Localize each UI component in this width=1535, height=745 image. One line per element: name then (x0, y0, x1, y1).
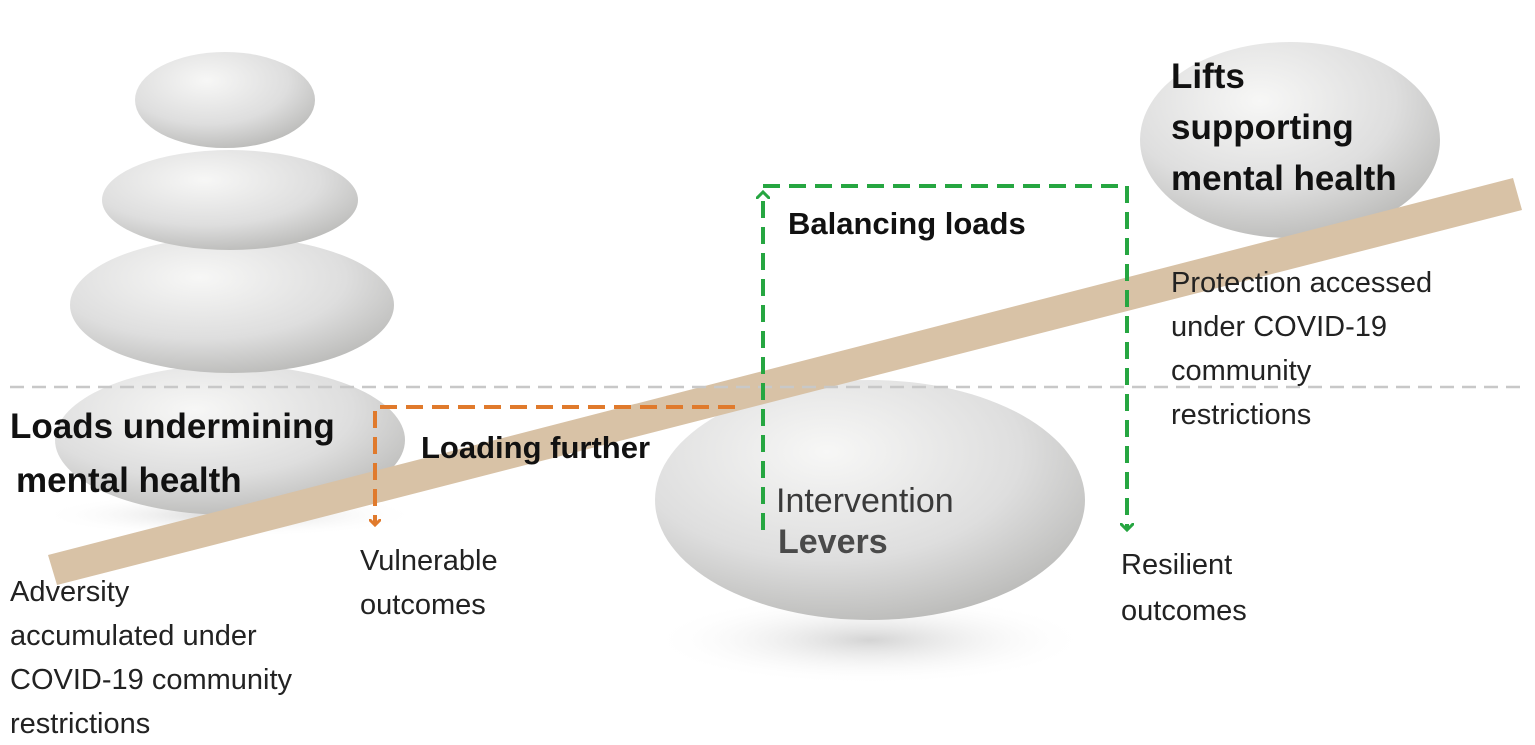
lifts-desc-line1: Protection accessed (1171, 267, 1433, 299)
fulcrum-shadow (650, 595, 1090, 685)
resilient-line2: outcomes (1121, 595, 1247, 627)
lifts-desc-line2: under COVID-19 (1171, 311, 1387, 343)
fulcrum-line1: Intervention (776, 482, 954, 520)
lever-plank (48, 178, 1522, 585)
stone-top (135, 52, 315, 148)
lifts-desc-line4: restrictions (1171, 399, 1312, 431)
loads-desc-line4: restrictions (10, 708, 151, 740)
lifts-title-line3: mental health (1171, 159, 1397, 198)
fulcrum-line2: Levers (778, 523, 888, 561)
loads-desc-line3: COVID-19 community (10, 664, 293, 696)
loads-title-line1: Loads undermining (10, 407, 335, 446)
loads-title-line2: mental health (16, 461, 242, 500)
loading-further-label: Loading further (421, 430, 651, 465)
loading-further-arrow (375, 405, 735, 525)
stone-third (70, 237, 394, 373)
resilient-line1: Resilient (1121, 549, 1233, 581)
lifts-desc-line3: community (1171, 355, 1312, 387)
stone-bottom (55, 365, 405, 515)
loads-desc-line2: accumulated under (10, 620, 257, 652)
vulnerable-line2: outcomes (360, 589, 486, 621)
stone-right (1140, 42, 1440, 238)
balancing-loads-label: Balancing loads (788, 206, 1026, 241)
loads-desc-line1: Adversity (10, 576, 130, 608)
stone-second (102, 150, 358, 250)
lifts-title-line1: Lifts (1171, 57, 1245, 96)
lifts-title-line2: supporting (1171, 108, 1354, 147)
vulnerable-line1: Vulnerable (360, 545, 498, 577)
